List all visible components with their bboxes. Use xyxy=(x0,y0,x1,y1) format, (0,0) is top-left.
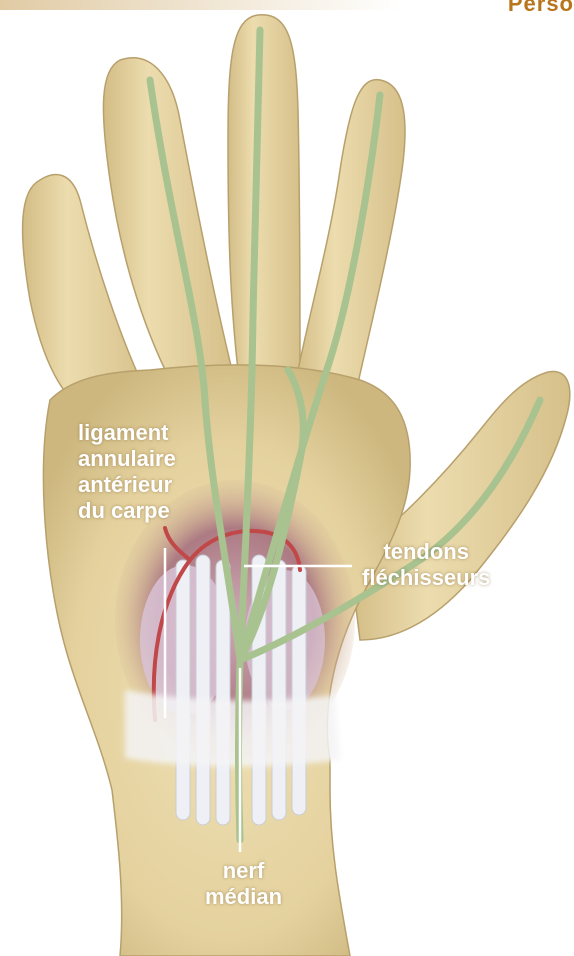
ligament xyxy=(125,690,340,767)
tendon xyxy=(292,565,306,815)
nerf-label: nerf médian xyxy=(205,858,282,910)
ligament-label-line-3: antérieur xyxy=(78,472,176,498)
nerf-label-line-1: nerf xyxy=(205,858,282,884)
ligament-label-line-1: ligament xyxy=(78,420,176,446)
tendons-label-line-1: tendons xyxy=(362,539,490,565)
tendon xyxy=(272,560,286,820)
ligament-band xyxy=(125,690,340,767)
ligament-label: ligament annulaire antérieur du carpe xyxy=(78,420,176,524)
ring-finger xyxy=(103,58,232,380)
index-finger xyxy=(296,80,405,392)
tendons-label-line-2: fléchisseurs xyxy=(362,565,490,591)
tendon xyxy=(176,560,190,820)
tendon xyxy=(196,555,210,825)
nerf-label-line-2: médian xyxy=(205,884,282,910)
ligament-label-line-4: du carpe xyxy=(78,498,176,524)
ligament-label-line-2: annulaire xyxy=(78,446,176,472)
middle-finger xyxy=(228,15,300,372)
tendons-label: tendons fléchisseurs xyxy=(362,539,490,591)
